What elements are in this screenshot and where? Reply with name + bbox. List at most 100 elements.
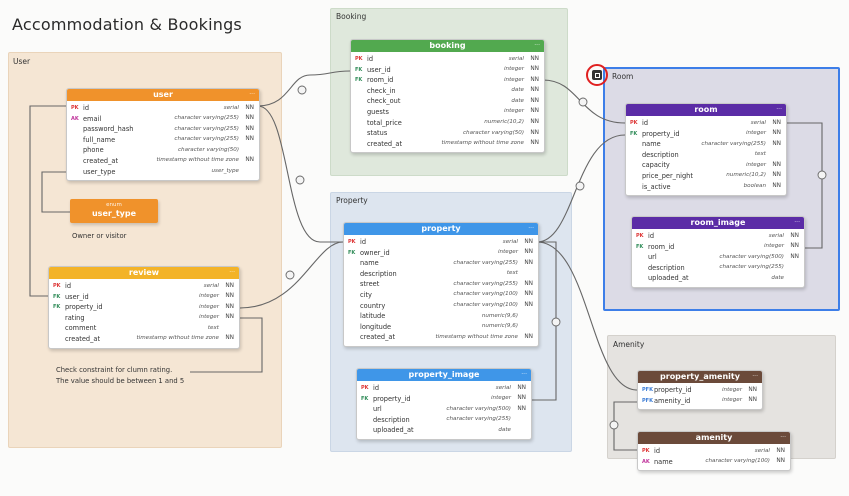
column-nn: NN (772, 130, 781, 137)
column-name: password_hash (83, 125, 134, 134)
column-nn: NN (225, 282, 234, 289)
column-nn: NN (790, 243, 799, 250)
table-menu-icon[interactable]: ··· (528, 225, 534, 232)
table-header[interactable]: room_image··· (632, 217, 804, 229)
column-nn: NN (748, 386, 757, 393)
column-nn: NN (225, 314, 234, 321)
table-menu-icon[interactable]: ··· (249, 91, 255, 98)
enum-user-type[interactable]: enum user_type (70, 199, 158, 223)
column-name: property_id (65, 303, 103, 312)
table-header[interactable]: room··· (626, 104, 786, 116)
table-menu-icon[interactable]: ··· (780, 434, 786, 441)
column-nn: NN (530, 66, 539, 73)
table-menu-icon[interactable]: ··· (776, 106, 782, 113)
table-menu-icon[interactable]: ··· (521, 371, 527, 378)
column-nn: NN (772, 183, 781, 190)
column-type: integer (490, 395, 511, 402)
table-header[interactable]: amenity··· (638, 432, 790, 444)
table-header[interactable]: property_amenity··· (638, 371, 762, 383)
table-header[interactable]: property··· (344, 223, 538, 235)
table-header[interactable]: property_image··· (357, 369, 531, 381)
table-menu-icon[interactable]: ··· (534, 42, 540, 49)
column-name: created_at (83, 156, 119, 165)
table-menu-icon[interactable]: ··· (794, 219, 800, 226)
table-header[interactable]: user··· (67, 89, 259, 101)
table-menu-icon[interactable]: ··· (752, 373, 758, 380)
focus-select-icon[interactable] (586, 64, 608, 86)
column-name: id (360, 238, 367, 246)
column-type: numeric(10,2) (726, 172, 766, 179)
column-name: id (373, 384, 380, 392)
column-name: property_id (654, 386, 692, 394)
table-menu-icon[interactable]: ··· (229, 269, 235, 276)
table-header[interactable]: booking··· (351, 40, 544, 52)
column-nn: NN (524, 302, 533, 309)
column-name: id (83, 104, 90, 112)
table-header[interactable]: review··· (49, 267, 239, 279)
column-type: integer (198, 293, 219, 300)
